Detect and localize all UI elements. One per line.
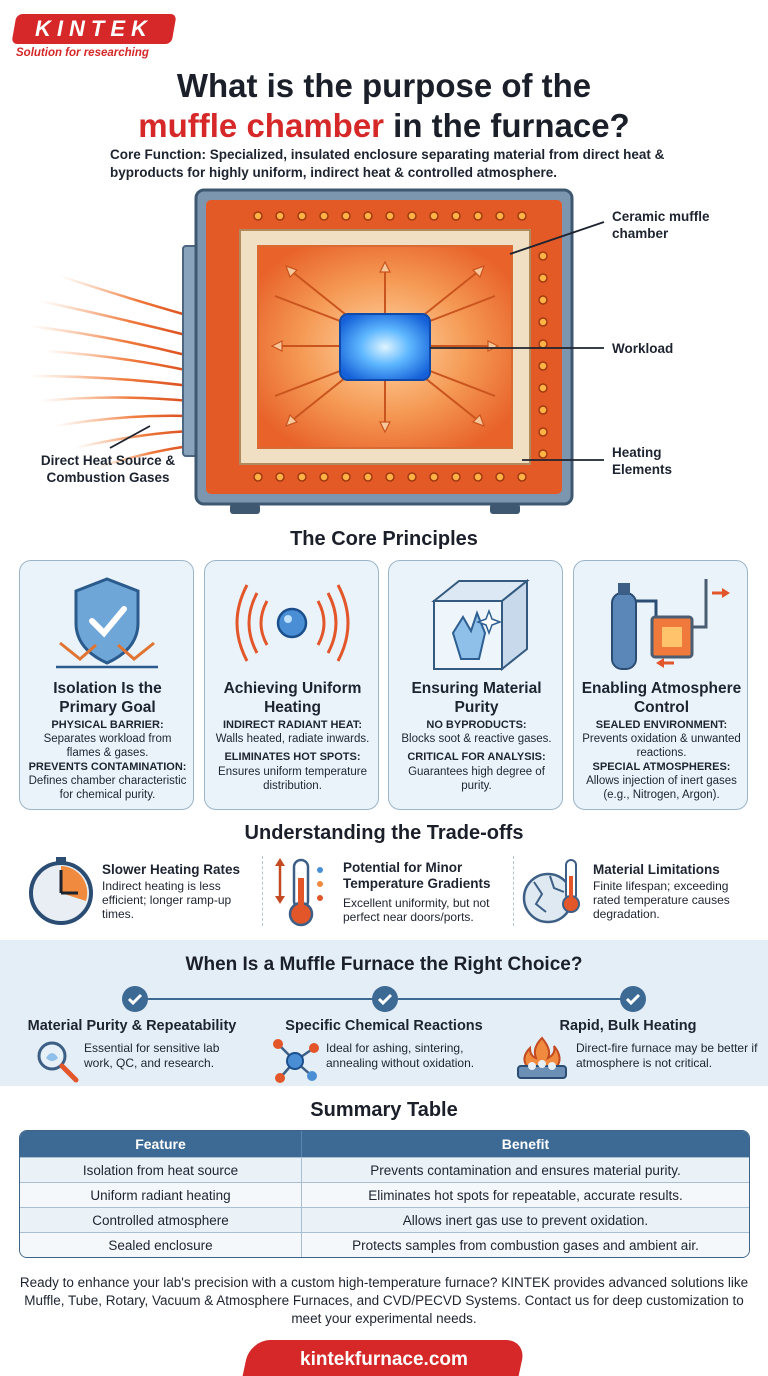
column-header: Benefit [501, 1136, 550, 1152]
table-cell: Sealed enclosure [20, 1233, 302, 1257]
table-cell: Isolation from heat source [20, 1158, 302, 1182]
card-title: Isolation Is the Primary Goal [53, 680, 162, 716]
tradeoff-title-2: Potential for Minor Temperature Gradient… [343, 860, 491, 891]
tradeoff-title-3: Material Limitations [593, 862, 720, 877]
table-cell: Prevents contamination and ensures mater… [370, 1162, 681, 1178]
table-cell: Uniform radiant heating [20, 1183, 302, 1207]
card-text-1: Walls heated, radiate inwards. [215, 733, 370, 745]
timer-icon [29, 857, 93, 925]
flame-lines [29, 274, 191, 470]
fire-tray-icon [517, 1036, 567, 1079]
card-text-2: Allows injection of inert gases (e.g., N… [586, 775, 737, 801]
title-line-2-rest: in the furnace? [384, 107, 630, 144]
principle-card-isolation: Isolation Is the Primary Goal PHYSICAL B… [19, 560, 194, 810]
logo-badge: KINTEK [11, 14, 177, 44]
card-title: Enabling Atmosphere Control [581, 680, 742, 716]
website-link[interactable]: kintekfurnace.com [241, 1340, 527, 1376]
brand-logo: KINTEK Solution for researching [11, 14, 177, 59]
table-row: Uniform radiant heating Eliminates hot s… [20, 1182, 749, 1207]
title-line-1: What is the purpose of the [176, 67, 592, 104]
title-accent: muffle chamber [138, 107, 385, 144]
card-text-2: Guarantees high degree of purity. [408, 766, 545, 792]
choice-text-3: Direct-fire furnace may be better if atm… [576, 1041, 758, 1070]
furnace-diagram: Ceramic muffle chamber Workload Heating … [0, 186, 768, 522]
principle-card-atmosphere: Enabling Atmosphere Control SEALED ENVIR… [573, 560, 748, 810]
tradeoff-text-1: Indirect heating is less efficient; long… [102, 879, 232, 921]
core-function-text: Core Function: Specialized, insulated en… [110, 147, 665, 180]
principle-card-uniform-heating: Achieving Uniform Heating INDIRECT RADIA… [204, 560, 379, 810]
choice-timeline [122, 986, 646, 1012]
card-text-2: Defines chamber characteristic for chemi… [28, 775, 187, 801]
website-url[interactable]: kintekfurnace.com [300, 1349, 468, 1370]
divider [513, 856, 514, 926]
table-cell: Eliminates hot spots for repeatable, acc… [368, 1187, 683, 1203]
card-text-2: Ensures uniform temperature distribution… [218, 766, 367, 792]
arrow-heads [270, 260, 500, 434]
principle-card-purity: Ensuring Material Purity NO BYPRODUCTS: … [388, 560, 563, 810]
table-row: Isolation from heat source Prevents cont… [20, 1157, 749, 1182]
card-label-1: SEALED ENVIRONMENT: [595, 719, 728, 731]
workload-callout: Workload [612, 341, 674, 356]
furnace-illustration [29, 188, 605, 514]
principles-heading: The Core Principles [290, 528, 478, 550]
card-label-2: ELIMINATES HOT SPOTS: [224, 751, 361, 763]
tradeoff-text-3: Finite lifespan; exceeding rated tempera… [593, 879, 730, 921]
heating-elements [253, 211, 548, 482]
table-cell: Controlled atmosphere [20, 1208, 302, 1232]
card-text-1: Separates workload from flames & gases. [43, 733, 172, 759]
table-row: Controlled atmosphere Allows inert gas u… [20, 1207, 749, 1232]
choice-title-3: Rapid, Bulk Heating [559, 1018, 697, 1034]
card-label-1: PHYSICAL BARRIER: [51, 719, 164, 731]
card-text-1: Blocks soot & reactive gases. [401, 733, 552, 745]
divider [262, 856, 263, 926]
right-choice-section [0, 940, 768, 1086]
table-cell: Allows inert gas use to prevent oxidatio… [402, 1212, 649, 1228]
card-label-1: INDIRECT RADIANT HEAT: [222, 719, 363, 731]
card-label-2: CRITICAL FOR ANALYSIS: [407, 751, 546, 763]
column-header: Feature [20, 1131, 302, 1157]
gas-cylinder-icon [611, 579, 730, 670]
crystal-box-icon [431, 578, 530, 672]
card-text-1: Prevents oxidation & unwanted reactions. [582, 733, 741, 759]
card-label-1: NO BYPRODUCTS: [426, 719, 527, 731]
tradeoff-title-1: Slower Heating Rates [102, 862, 241, 877]
tradeoffs-heading: Understanding the Trade-offs [244, 822, 524, 844]
call-to-action: Ready to enhance your lab's precision wi… [19, 1275, 749, 1326]
choice-title-1: Material Purity & Repeatability [27, 1018, 237, 1034]
logo-tagline: Solution for researching [16, 47, 149, 59]
table-cell: Protects samples from combustion gases a… [352, 1237, 699, 1253]
card-title: Achieving Uniform Heating [223, 680, 362, 716]
card-label-2: PREVENTS CONTAMINATION: [28, 761, 187, 773]
logo-text: KINTEK [35, 16, 153, 41]
choice-title-2: Specific Chemical Reactions [285, 1018, 483, 1034]
radiant-heat-icon [235, 584, 350, 662]
tradeoff-text-2: Excellent uniformity, but not perfect ne… [343, 896, 490, 924]
direct-heat-callout: Direct Heat Source & Combustion Gases [40, 453, 176, 485]
muffle-chamber-callout: Ceramic muffle chamber [612, 209, 710, 241]
card-label-2: SPECIAL ATMOSPHERES: [592, 761, 731, 773]
heating-elements-callout: Heating Elements [612, 445, 673, 477]
table-row: Sealed enclosure Protects samples from c… [20, 1232, 749, 1257]
thermometer-icon [275, 858, 323, 927]
check-icon [620, 986, 646, 1012]
summary-table: Feature Benefit Isolation from heat sour… [19, 1130, 750, 1258]
choice-text-2: Ideal for ashing, sintering, annealing w… [326, 1041, 475, 1070]
magnifier-icon [37, 1041, 79, 1083]
card-title: Ensuring Material Purity [411, 680, 542, 716]
check-icon [122, 986, 148, 1012]
table-header: Feature Benefit [20, 1131, 749, 1157]
choice-heading: When Is a Muffle Furnace the Right Choic… [185, 954, 583, 975]
page-title: What is the purpose of the muffle chambe… [0, 66, 768, 146]
summary-heading: Summary Table [310, 1099, 458, 1121]
cracked-ceramic-icon [522, 859, 580, 924]
title-line-2: muffle chamber in the furnace? [0, 106, 768, 146]
molecule-icon [273, 1039, 319, 1083]
check-icon [372, 986, 398, 1012]
shield-check-icon [56, 577, 158, 669]
choice-text-1: Essential for sensitive lab work, QC, an… [84, 1041, 220, 1070]
